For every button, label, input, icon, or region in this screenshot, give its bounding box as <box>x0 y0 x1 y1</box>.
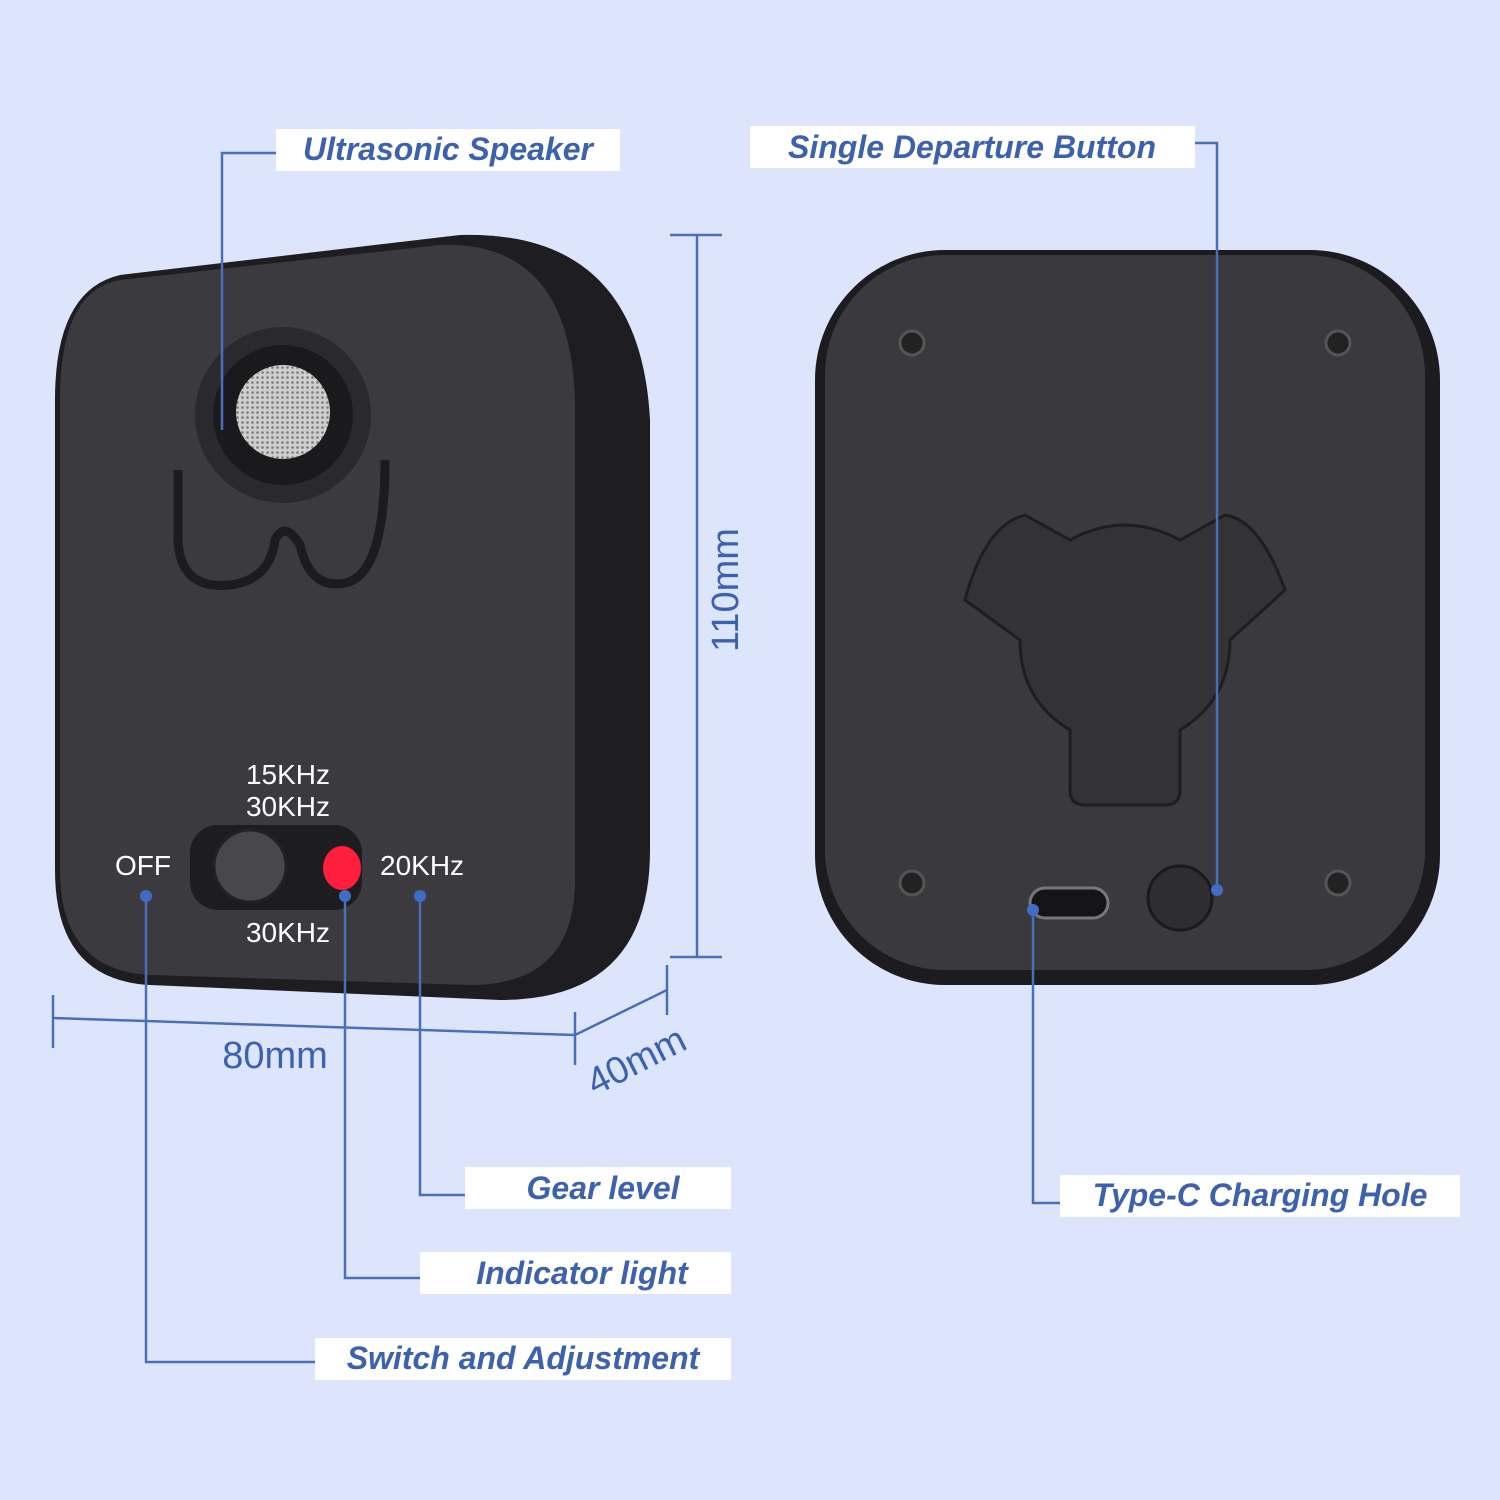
freq-label-30khz-bottom: 30KHz <box>246 917 330 948</box>
freq-label-30khz-top: 30KHz <box>246 791 330 822</box>
usb-c-port-icon <box>1028 886 1110 920</box>
callout-lines <box>144 141 1219 1364</box>
mount-bracket-icon <box>963 513 1287 807</box>
width-dimension: 80mm <box>222 1035 328 1077</box>
height-dimension: 110mm <box>705 528 747 652</box>
back-device <box>815 250 1440 985</box>
screw-icons <box>898 329 1352 897</box>
label-ultrasonic-speaker: Ultrasonic Speaker <box>303 131 594 167</box>
depth-dimension: 40mm <box>580 1019 693 1104</box>
label-switch-and-adjustment: Switch and Adjustment <box>347 1340 701 1376</box>
callout-dots <box>140 884 1223 916</box>
label-type-c-charging-hole: Type-C Charging Hole <box>1093 1177 1428 1213</box>
freq-label-20khz: 20KHz <box>380 850 464 881</box>
dimension-lines <box>51 233 722 1065</box>
label-gear-level: Gear level <box>527 1170 681 1206</box>
label-single-departure-button: Single Departure Button <box>788 129 1156 165</box>
logo-icon <box>173 459 390 590</box>
front-device: 15KHz 30KHz OFF 20KHz 30KHz <box>55 234 650 1000</box>
departure-button[interactable] <box>1146 864 1214 932</box>
switch-slider[interactable] <box>190 825 362 910</box>
freq-label-15khz: 15KHz <box>246 759 330 790</box>
label-indicator-light: Indicator light <box>476 1255 689 1291</box>
off-label: OFF <box>115 850 171 881</box>
speaker-icon <box>195 327 371 503</box>
indicator-light-icon <box>323 846 361 890</box>
knob-icon[interactable] <box>212 828 288 904</box>
